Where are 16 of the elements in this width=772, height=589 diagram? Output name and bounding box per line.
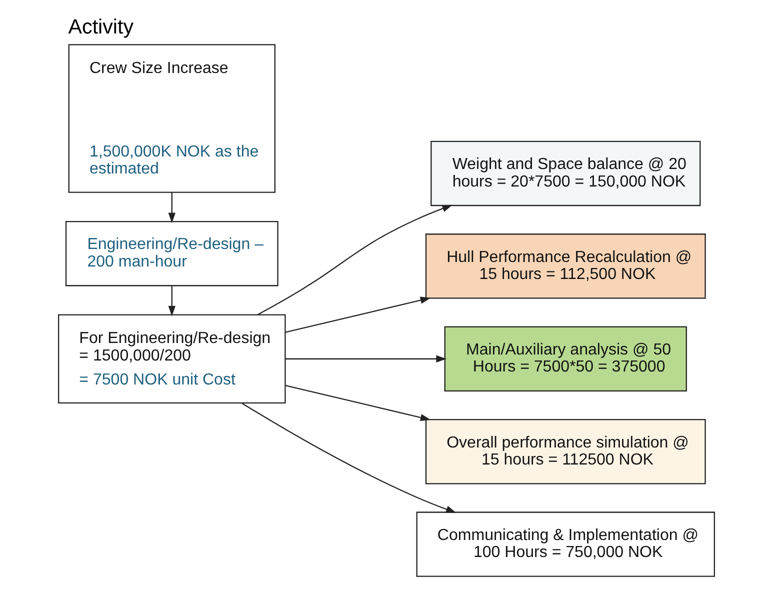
node-box: Main/Auxiliary analysis @ 50 Hours = 7500*50 = 375000	[444, 326, 686, 392]
node-box: Weight and Space balance @ 20 hours = 20*7500 = 150,000 NOK	[430, 140, 700, 206]
arrow	[284, 296, 430, 333]
diagram-title: Activity	[68, 16, 134, 39]
arrow	[256, 204, 452, 316]
node-box: Crew Size Increase 1,500,000K NOK as the estimated	[68, 44, 275, 193]
arrow	[241, 402, 456, 513]
node-box: Overall performance simulation @ 15 hours = 112500 NOK	[424, 418, 706, 484]
node-box: For Engineering/Re-design = 1500,000/200 = 7500 NOK unit Cost	[58, 314, 286, 404]
arrow	[168, 286, 175, 316]
arrow	[168, 192, 175, 224]
arrow	[284, 355, 446, 362]
node-box: Communicating & Implementation @ 100 Hours = 750,000 NOK	[416, 512, 714, 577]
node-box: Engineering/Re-design – 200 man-hour	[64, 220, 278, 286]
node-box: Hull Performance Recalculation @ 15 hours = 112,500 NOK	[424, 234, 706, 299]
arrow	[284, 384, 430, 422]
